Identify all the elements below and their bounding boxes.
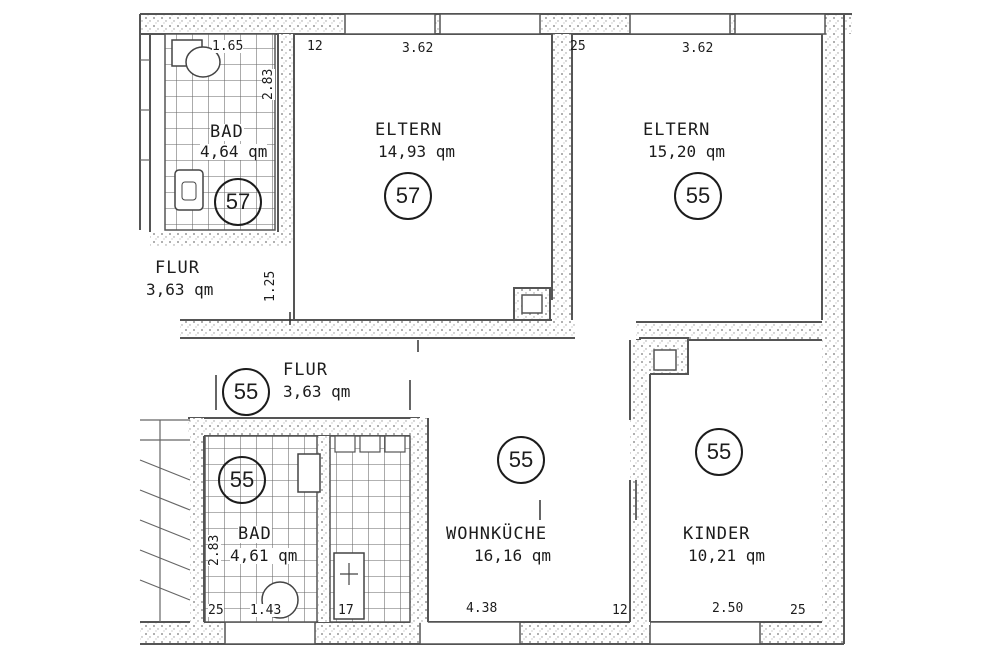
door-marks — [215, 312, 637, 520]
room-kinder-mark: 55 — [695, 428, 743, 476]
dim-lower-bath-width: 1.43 — [250, 603, 282, 618]
room-eltern-1-area: 14,93 qm — [378, 142, 456, 161]
room-eltern-2-mark: 55 — [674, 172, 722, 220]
room-flur-2-mark: 55 — [222, 368, 270, 416]
dim-top-left-bath: 1.65 — [212, 39, 244, 54]
room-bad-2-name: BAD — [238, 524, 272, 544]
room-kinder-name: KINDER — [683, 524, 751, 544]
dim-bottom-wall-d: 25 — [790, 603, 806, 618]
room-bad-2-mark: 55 — [218, 456, 266, 504]
room-bad-1-mark: 57 — [214, 178, 262, 226]
staircase — [139, 59, 191, 622]
room-wohnkueche-name: WOHNKÜCHE — [446, 524, 548, 544]
dim-flur-height: 1.25 — [263, 270, 278, 302]
room-eltern-2-area: 15,20 qm — [648, 142, 726, 161]
dim-eltern-2-width: 3.62 — [682, 41, 714, 56]
dim-eltern-1-width: 3.62 — [402, 41, 434, 56]
room-bad-1-name: BAD — [210, 122, 244, 142]
dim-bath-height: 2.83 — [261, 68, 276, 100]
room-flur-1-area: 3,63 qm — [146, 280, 214, 299]
room-wohnkueche-mark: 55 — [497, 436, 545, 484]
dim-bottom-wall-a: 25 — [208, 603, 224, 618]
dim-bottom-wall-b: 17 — [338, 603, 354, 618]
dim-kinder-width: 2.50 — [712, 601, 744, 616]
room-flur-1-name: FLUR — [155, 258, 200, 278]
interior-walls — [139, 14, 826, 625]
room-bad-1-area: 4,64 qm — [200, 142, 268, 161]
dim-top-wall-a: 12 — [307, 39, 323, 54]
room-eltern-1-mark: 57 — [384, 172, 432, 220]
room-flur-2-area: 3,63 qm — [283, 382, 351, 401]
room-eltern-2-name: ELTERN — [643, 120, 711, 140]
room-flur-2-name: FLUR — [283, 360, 328, 380]
room-eltern-1-name: ELTERN — [375, 120, 443, 140]
room-bad-2-area: 4,61 qm — [230, 546, 298, 565]
room-wohnkueche-area: 16,16 qm — [474, 546, 552, 565]
dim-bottom-wall-c: 12 — [612, 603, 628, 618]
dim-lower-bath-height: 2.83 — [207, 534, 222, 566]
outer-walls — [140, 13, 852, 645]
dim-top-wall-b: 25 — [570, 39, 586, 54]
dim-kitchen-width: 4.38 — [466, 601, 498, 616]
room-kinder-area: 10,21 qm — [688, 546, 766, 565]
